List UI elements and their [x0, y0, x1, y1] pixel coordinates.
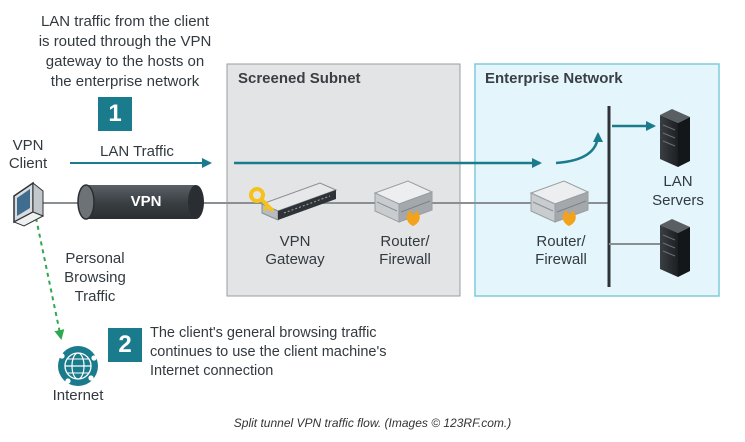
internet-label: Internet — [52, 387, 104, 404]
router-firewall-label-line: Firewall — [535, 251, 587, 268]
vpn-gateway-label-line: Gateway — [265, 251, 325, 268]
router-firewall-icon-2 — [529, 180, 590, 226]
header-note-line: the enterprise network — [50, 73, 200, 90]
step-2-text: The client's general browsing traffic co… — [150, 324, 387, 381]
vpn-tunnel-label: VPN — [130, 193, 162, 210]
router-firewall-label-1: Router/ Firewall — [360, 233, 450, 269]
lan-traffic-label: LAN Traffic — [100, 143, 174, 160]
router-firewall-icon-1 — [373, 180, 434, 226]
header-note-line: is routed through the VPN — [38, 33, 212, 50]
enterprise-network-title: Enterprise Network — [485, 70, 623, 87]
router-firewall-label-line: Router/ — [380, 233, 430, 250]
lan-traffic-arrow-curve — [555, 132, 603, 165]
vpn-client-label-line: Client — [8, 155, 48, 172]
personal-browsing-label-line: Personal — [65, 250, 125, 267]
vpn-gateway-label: VPN Gateway — [250, 233, 340, 269]
figure-caption: Split tunnel VPN traffic flow. (Images ©… — [233, 416, 512, 430]
lan-servers-label-line: LAN — [663, 173, 693, 190]
screened-subnet-box — [226, 63, 461, 297]
step-2-badge: 2 — [108, 328, 142, 362]
server-icon-top — [660, 109, 690, 167]
step-2-text-line: The client's general browsing traffic — [150, 325, 377, 341]
step-2-text-line: continues to use the client machine's — [150, 344, 387, 360]
router-firewall-label-line: Router/ — [536, 233, 586, 250]
step-1-badge: 1 — [98, 97, 132, 131]
vpn-client-label-line: VPN — [12, 137, 44, 154]
lan-servers-label: LAN Servers — [640, 172, 716, 210]
internet-globe-icon — [58, 346, 98, 386]
lan-servers-label-line: Servers — [652, 192, 704, 209]
router-firewall-label-2: Router/ Firewall — [516, 233, 606, 269]
key-icon — [249, 187, 275, 213]
header-note-line: LAN traffic from the client — [40, 13, 210, 30]
server-icon-bottom — [660, 219, 690, 277]
step-2-text-line: Internet connection — [150, 363, 274, 379]
personal-browsing-label-line: Traffic — [74, 288, 116, 305]
header-note: LAN traffic from the client is routed th… — [10, 12, 240, 92]
laptop-icon — [12, 181, 45, 227]
router-firewall-label-line: Firewall — [379, 251, 431, 268]
vpn-tunnel — [77, 184, 204, 220]
vpn-gateway-label-line: VPN — [279, 233, 311, 250]
personal-browsing-label-line: Browsing — [64, 269, 126, 286]
personal-browsing-label: Personal Browsing Traffic — [50, 249, 140, 306]
screened-subnet-title: Screened Subnet — [238, 70, 361, 87]
header-note-line: gateway to the hosts on — [45, 53, 205, 70]
vpn-client-label: VPN Client — [0, 137, 56, 173]
